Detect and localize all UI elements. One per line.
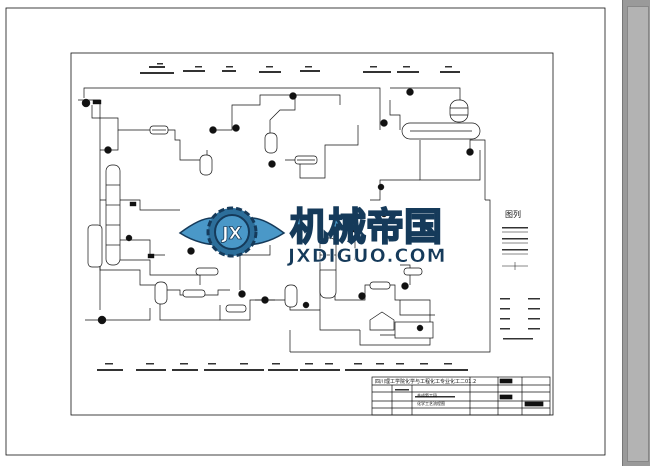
process-lines xyxy=(78,87,491,353)
exchanger-5 xyxy=(225,304,247,313)
watermark-chinese: 机械帝国 xyxy=(290,205,442,249)
scrollbar-thumb[interactable] xyxy=(627,6,649,462)
vertical-scrollbar[interactable] xyxy=(622,0,650,466)
receiver-drum xyxy=(394,321,434,339)
top-stream-labels xyxy=(140,63,460,74)
exchanger-3 xyxy=(182,289,206,298)
storage-tank xyxy=(369,311,395,331)
scrubber-column xyxy=(87,224,103,268)
tower-top xyxy=(449,99,469,123)
drawing-viewport: 图列 四川理工 xyxy=(0,0,622,466)
legend: 图列 xyxy=(500,209,540,340)
equipment xyxy=(87,99,481,339)
valves-and-pumps xyxy=(81,88,474,332)
separator-4 xyxy=(284,284,298,308)
separator-3 xyxy=(154,281,168,305)
exchanger-6 xyxy=(369,281,391,290)
title-block-row-2: 化学工艺流程图 xyxy=(417,400,445,406)
absorber-column xyxy=(105,164,121,266)
inner-frame xyxy=(70,52,554,416)
exchanger-4 xyxy=(195,267,219,276)
separator-2 xyxy=(264,132,278,154)
title-block-row-1: 合成氨工段 xyxy=(417,392,437,398)
bottom-stream-labels xyxy=(97,363,468,371)
reactor xyxy=(319,237,337,299)
watermark-logo: JX xyxy=(178,206,286,258)
title-block xyxy=(371,376,551,416)
separator-1 xyxy=(199,154,213,176)
watermark-logo-letters: JX xyxy=(221,224,241,244)
drawing-border xyxy=(5,7,606,456)
title-block-main: 四川理工学院化学与工程化工专业化工二01.2 xyxy=(375,378,476,385)
watermark-domain: JXDIGUO.COM xyxy=(286,245,447,267)
exchanger-7 xyxy=(403,267,423,276)
process-flow-sheet: 图列 四川理工 xyxy=(5,7,606,456)
legend-title: 图列 xyxy=(505,209,521,219)
